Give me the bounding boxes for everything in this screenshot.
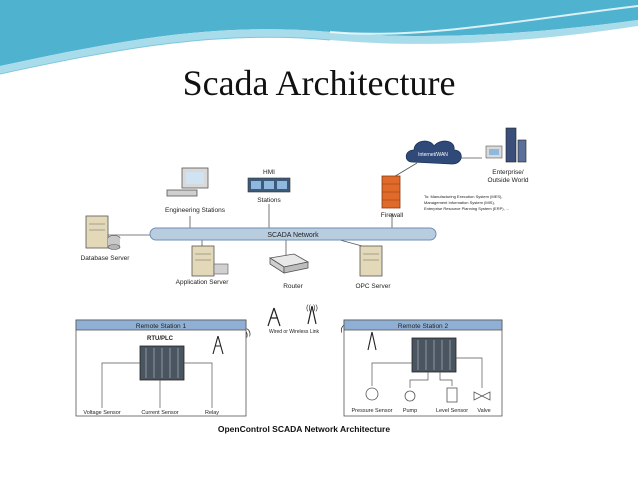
server-tower-icon: [85, 215, 109, 249]
internet-wan-label: Internet/WAN: [418, 152, 448, 158]
hmi-stations: HMI Stations: [247, 169, 291, 204]
wired-wireless-label: Wired or Wireless Link: [269, 329, 320, 335]
firewall-label: Firewall: [381, 212, 404, 219]
application-server: Application Server: [176, 245, 230, 286]
enterprise-outside-world: Enterprise/ Outside World: [485, 127, 529, 184]
keyboard-icon: [166, 189, 198, 197]
enterprise-note: To: Manufacturing Execution System (MES)…: [424, 194, 509, 211]
enterprise-label-line1: Enterprise/: [492, 169, 524, 176]
current-sensor-label: Current Sensor: [141, 410, 178, 416]
enterprise-label-line2: Outside World: [487, 177, 528, 184]
scada-architecture-diagram: SCADA Network Engineering Stations HMI S…: [72, 118, 584, 440]
hmi-label-line1: HMI: [263, 169, 275, 176]
scada-network-bus: SCADA Network: [149, 227, 437, 241]
antenna-tower-icon: [212, 335, 224, 355]
cloud-icon: [405, 140, 462, 165]
remote-station-1-title: Remote Station 1: [136, 323, 187, 330]
slide-title: Scada Architecture: [182, 63, 456, 103]
hmi-label-line2: Stations: [257, 197, 281, 204]
voltage-sensor-label: Voltage Sensor: [83, 410, 120, 416]
relay-label: Relay: [205, 410, 219, 416]
pump-label: Pump: [403, 408, 417, 414]
server-tower-icon: [359, 245, 383, 277]
remote-station-2-header: [343, 319, 503, 331]
pressure-gauge-icon: [365, 387, 379, 401]
rtu-plc-label: RTU/PLC: [147, 336, 174, 342]
level-sensor-icon: [446, 387, 458, 403]
antenna-icon: [367, 331, 377, 351]
antenna-icon: [307, 305, 317, 325]
remote-station-2-title: Remote Station 2: [398, 323, 449, 330]
enterprise-note-line2: Management Information System (MIS),: [424, 200, 495, 205]
enterprise-note-line3: Enterprise Resource Planning System (ERP…: [424, 206, 509, 211]
internet-wan: Internet/WAN: [405, 140, 462, 165]
application-server-label: Application Server: [176, 279, 230, 286]
connector-lines: [94, 157, 482, 256]
pressure-sensor-label: Pressure Sensor: [352, 408, 393, 414]
router-label: Router: [283, 283, 303, 290]
remote-station-1: Remote Station 1 RTU/PLC Voltage Sensor …: [75, 319, 247, 417]
engineering-stations-label: Engineering Stations: [165, 207, 226, 214]
header-wave-decoration: [0, 0, 638, 75]
enterprise-note-line1: To: Manufacturing Execution System (MES)…: [424, 194, 502, 199]
database-server: Database Server: [81, 215, 131, 262]
database-server-label: Database Server: [81, 255, 131, 262]
remote-station-1-header: [75, 319, 247, 331]
router: Router: [268, 253, 310, 290]
engineering-stations: Engineering Stations: [165, 167, 226, 214]
antenna-tower-icon: [267, 307, 281, 327]
scada-network-label: SCADA Network: [267, 232, 319, 239]
valve-icon: [473, 391, 491, 401]
svg-text:((·)): ((·)): [306, 305, 318, 312]
opc-server-label: OPC Server: [355, 283, 391, 290]
building-icon: [505, 127, 517, 163]
remote-station-2: Remote Station 2 Pressure Sensor Pump Le…: [343, 319, 503, 417]
opc-server: OPC Server: [355, 245, 391, 290]
level-sensor-label: Level Sensor: [436, 408, 468, 414]
pump-icon: [404, 390, 416, 402]
diagram-caption: OpenControl SCADA Network Architecture: [218, 424, 390, 434]
valve-label: Valve: [477, 408, 490, 414]
firewall: Firewall: [381, 175, 404, 219]
server-tower-icon: [191, 245, 215, 277]
